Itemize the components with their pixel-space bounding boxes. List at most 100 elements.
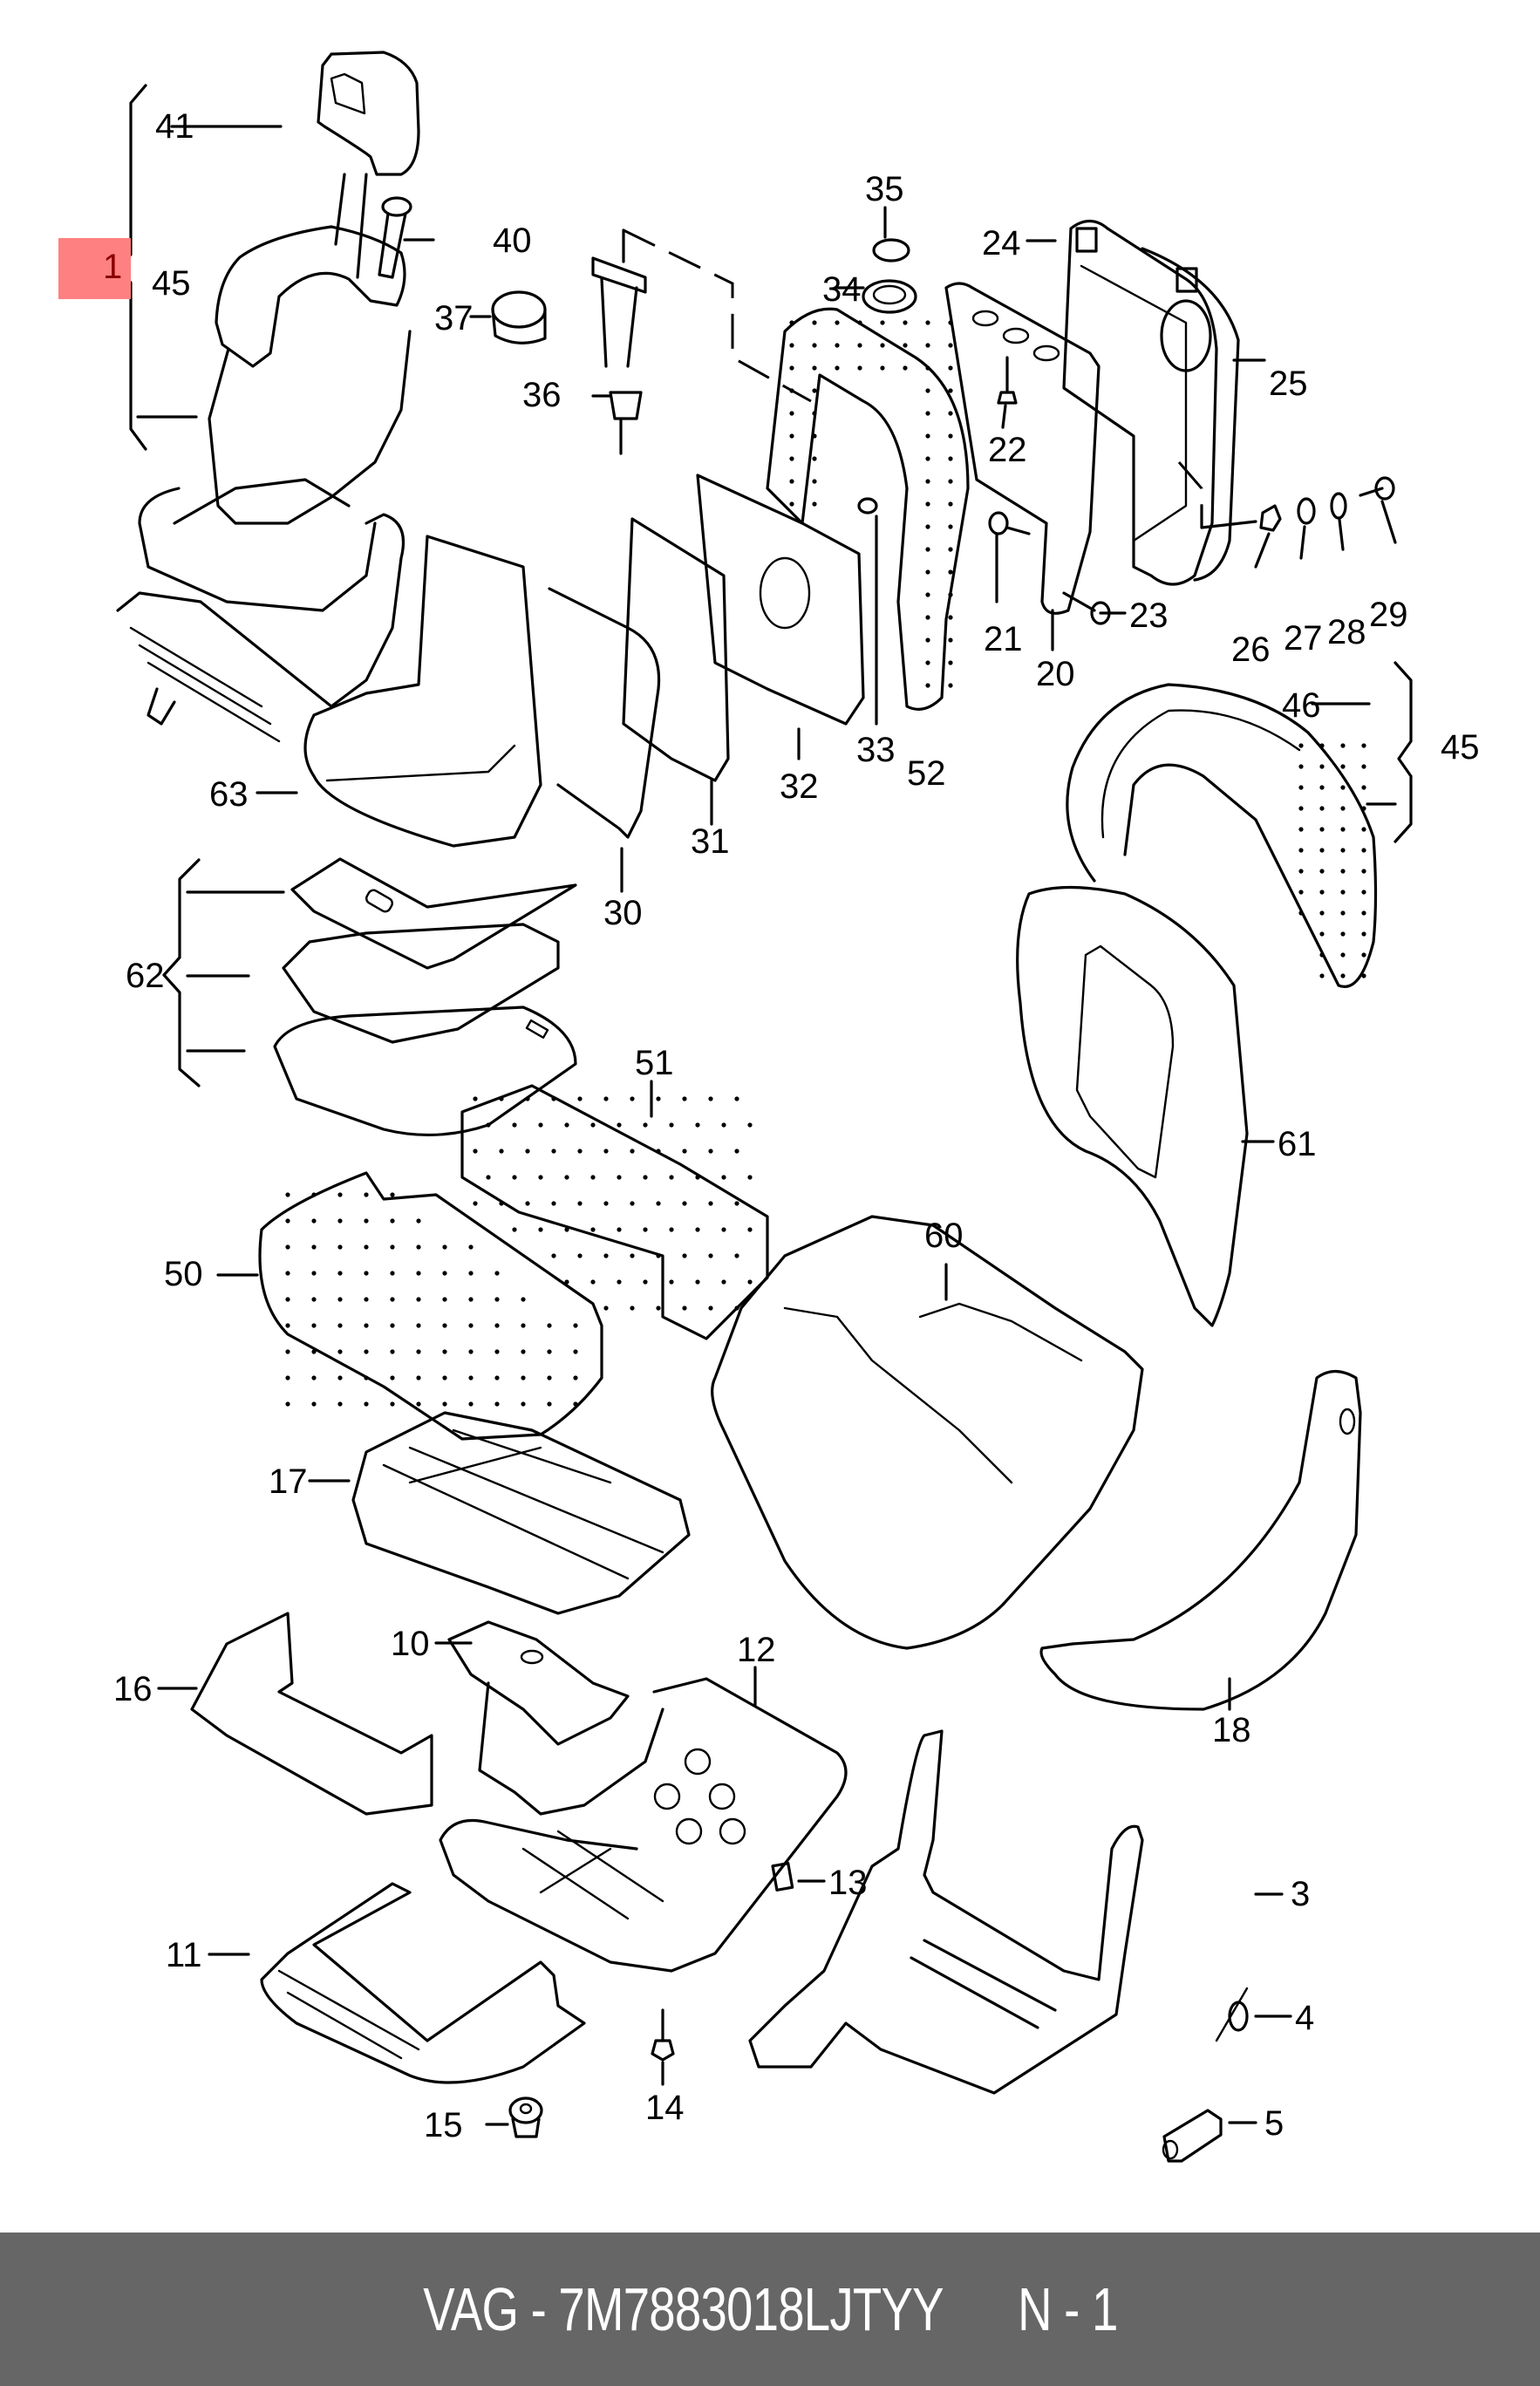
foam-texture-dot	[708, 1149, 713, 1154]
foam-texture-dot	[835, 320, 840, 325]
foam-texture-dot	[590, 1175, 596, 1180]
callout-35: 35	[865, 170, 904, 208]
foam-texture-dot	[285, 1218, 290, 1224]
part-21-bolt	[988, 511, 1031, 603]
foam-texture-dot	[390, 1349, 395, 1354]
foam-texture-dot	[285, 1349, 290, 1354]
foam-texture-dot	[337, 1297, 343, 1302]
callout-25: 25	[1269, 365, 1308, 403]
foam-texture-dot	[603, 1201, 609, 1206]
foam-texture-dot	[721, 1175, 726, 1180]
part-17-seat-mat	[308, 1411, 691, 1615]
foam-texture-dot	[669, 1227, 674, 1232]
foam-texture-dot	[521, 1349, 526, 1354]
foam-texture-dot	[521, 1375, 526, 1380]
callout-1-highlighted[interactable]: 1	[103, 248, 123, 286]
part-52-foam-bolster	[766, 307, 970, 711]
foam-texture-dot	[812, 433, 817, 439]
foam-texture-dot	[364, 1244, 369, 1250]
part-26-nut	[1177, 461, 1282, 569]
foam-texture-dot	[643, 1175, 648, 1180]
foam-texture-dot	[1319, 952, 1325, 958]
foam-texture-dot	[521, 1323, 526, 1328]
foam-texture-dot	[337, 1271, 343, 1276]
foam-texture-dot	[1361, 806, 1366, 811]
foam-texture-dot	[603, 1253, 609, 1258]
part-41-headrest	[170, 51, 420, 279]
foam-texture-dot	[812, 388, 817, 393]
foam-texture-dot	[416, 1323, 421, 1328]
foam-texture-dot	[925, 433, 930, 439]
foam-texture-dot	[547, 1323, 552, 1328]
foam-texture-dot	[656, 1305, 661, 1311]
callout-4: 4	[1295, 1999, 1314, 2037]
foam-texture-dot	[630, 1305, 635, 1311]
foam-texture-dot	[812, 411, 817, 416]
callout-27: 27	[1284, 619, 1323, 658]
foam-texture-dot	[925, 569, 930, 575]
foam-texture-dot	[390, 1244, 395, 1250]
callout-33: 33	[856, 731, 896, 769]
foam-texture-dot	[577, 1096, 583, 1101]
foam-texture-dot	[925, 411, 930, 416]
foam-texture-dot	[1340, 785, 1346, 790]
foam-texture-dot	[708, 1305, 713, 1311]
callout-18: 18	[1212, 1711, 1251, 1749]
foam-texture-dot	[948, 660, 953, 665]
foam-texture-dot	[364, 1401, 369, 1407]
part-62-frame	[282, 923, 560, 1044]
footer-text: VAG - 7M7883018LJTYY N - 1	[423, 2274, 1118, 2344]
callout-31: 31	[691, 822, 730, 861]
foam-texture-dot	[525, 1201, 530, 1206]
part-22-bolt	[997, 356, 1018, 429]
highlighted-callout-box[interactable]	[58, 238, 131, 299]
part-63-backrest-panel	[256, 535, 542, 848]
part-36-wiring-harness	[591, 228, 647, 455]
foam-texture-dot	[789, 433, 794, 439]
foam-texture-dot	[499, 1149, 504, 1154]
foam-texture-dot	[473, 1149, 478, 1154]
callout-63: 63	[209, 775, 249, 814]
foam-texture-dot	[1298, 806, 1304, 811]
part-37-guide-sleeve	[469, 290, 547, 344]
foam-texture-dot	[577, 1253, 583, 1258]
part-18-side-trim	[1039, 1369, 1362, 1711]
foam-texture-dot	[695, 1279, 700, 1285]
part-10-adjuster	[434, 1620, 664, 1816]
foam-texture-dot	[812, 320, 817, 325]
part-28-washer	[1330, 492, 1347, 551]
part-11-base-trim	[208, 1882, 586, 2084]
footer-gap	[942, 2275, 1017, 2343]
foam-texture-dot	[721, 1122, 726, 1128]
foam-texture-dot	[1319, 785, 1325, 790]
callout-40: 40	[493, 222, 532, 260]
foam-texture-dot	[311, 1349, 317, 1354]
foam-texture-dot	[442, 1297, 447, 1302]
part-51-foam-block	[460, 1080, 769, 1340]
foam-texture-dot	[721, 1227, 726, 1232]
foam-texture-dot	[564, 1175, 569, 1180]
foam-texture-dot	[656, 1201, 661, 1206]
foam-texture-dot	[656, 1096, 661, 1101]
foam-texture-dot	[564, 1227, 569, 1232]
foam-texture-dot	[948, 592, 953, 597]
foam-texture-dot	[1298, 743, 1304, 748]
foam-texture-dot	[564, 1122, 569, 1128]
foam-texture-dot	[747, 1279, 753, 1285]
foam-texture-dot	[1298, 910, 1304, 916]
foam-texture-dot	[442, 1244, 447, 1250]
foam-texture-dot	[925, 524, 930, 529]
foam-texture-dot	[311, 1323, 317, 1328]
foam-texture-dot	[337, 1349, 343, 1354]
foam-texture-dot	[364, 1323, 369, 1328]
part-61-backrest-cover	[1016, 885, 1275, 1327]
foam-texture-dot	[948, 433, 953, 439]
foam-texture-dot	[311, 1375, 317, 1380]
foam-texture-dot	[721, 1279, 726, 1285]
foam-texture-dot	[473, 1201, 478, 1206]
foam-texture-dot	[551, 1149, 556, 1154]
foam-texture-dot	[1340, 931, 1346, 937]
foam-texture-dot	[311, 1192, 317, 1197]
foam-texture-dot	[416, 1401, 421, 1407]
callout-51: 51	[635, 1044, 674, 1082]
